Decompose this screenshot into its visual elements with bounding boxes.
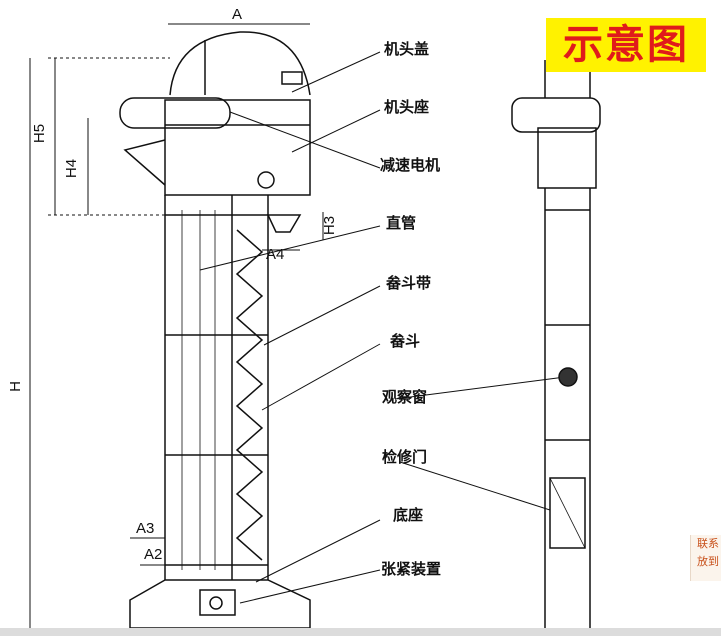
dim-label-h4: H4 [63,158,81,179]
leader-reducer-motor [229,111,381,169]
right-motor [511,97,601,133]
leader-tensioner [239,569,381,604]
boot-base [129,579,311,629]
feed-hopper [266,214,302,233]
callout-straight-pipe: 直管 [386,214,417,232]
callout-base: 底座 [393,506,424,524]
dim-label-h3: H3 [321,215,339,236]
dim-label-h: H [6,381,24,392]
discharge-chute [123,139,166,186]
side-note-line-1: 联系 [697,537,719,550]
callout-view-window: 观察窗 [382,388,428,406]
bucket-chain [235,229,264,561]
leader-view-window [394,376,566,400]
leader-bucket-belt [263,285,381,346]
callout-head-base: 机头座 [384,98,430,116]
motor-body [119,97,231,129]
callout-head-cover: 机头盖 [384,40,430,58]
left-elevator [119,31,311,629]
leader-head-cover [291,51,381,93]
dim-label-a3: A3 [136,520,155,537]
leader-access-door [399,461,551,511]
leader-lines [199,51,566,604]
dim-label-a2: A2 [144,546,163,563]
side-note-line-2: 放到 [697,555,719,568]
callout-bucket-belt: 畚斗带 [386,274,432,292]
callout-access-door: 检修门 [382,448,428,466]
side-note-panel[interactable]: 联系 放到 [690,535,721,581]
callout-tensioner: 张紧装置 [381,560,442,578]
right-head-block [537,127,597,189]
callout-bucket: 畚斗 [390,332,421,350]
right-access-door [549,477,586,549]
right-view-window [558,367,578,387]
dim-label-a: A [232,6,243,23]
head-base-box [164,99,311,196]
bottom-scroll-strip [0,628,721,636]
head-cover-shape [169,31,311,96]
right-elevator [511,60,601,628]
dim-label-h5: H5 [31,123,49,144]
right-access-door-cross [549,477,586,549]
diagram-title: 示意图 [546,18,706,72]
dimension-lines [29,23,324,628]
leader-base [255,519,381,583]
head-base-hole [257,171,275,189]
leader-straight-pipe [199,225,381,271]
callout-reducer-motor: 减速电机 [380,156,441,174]
leader-head-base [291,109,381,153]
tensioner-wheel [209,596,223,610]
head-cover-vent [281,71,303,85]
leader-bucket [261,343,381,411]
dim-label-a4: A4 [266,246,285,263]
tensioner-box [199,589,236,616]
